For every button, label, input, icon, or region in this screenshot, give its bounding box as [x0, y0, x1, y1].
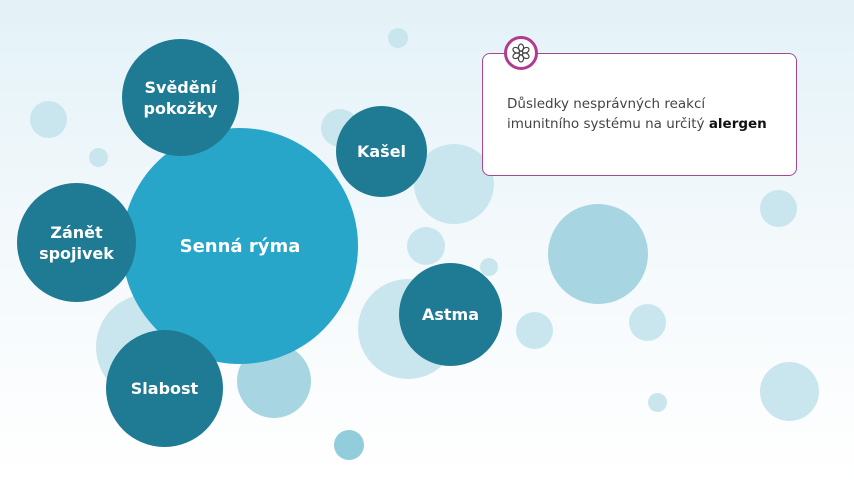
decorative-bubble [334, 430, 364, 460]
flower-icon [504, 36, 538, 70]
decorative-bubble [760, 190, 797, 227]
node-label: Kašel [356, 142, 407, 161]
decorative-bubble [760, 362, 819, 421]
node-slabost[interactable]: Slabost [106, 330, 223, 447]
node-label: Zánět spojivek [39, 222, 114, 263]
info-card-text: Důsledky nesprávných reakcí imunitního s… [507, 96, 709, 132]
node-zanet-spojivek[interactable]: Zánět spojivek [17, 183, 136, 302]
decorative-bubble [516, 312, 553, 349]
node-label: Astma [421, 305, 480, 324]
decorative-bubble [388, 28, 408, 48]
decorative-bubble [89, 148, 108, 167]
decorative-bubble [414, 144, 494, 224]
decorative-bubble [629, 304, 666, 341]
decorative-bubble [648, 393, 667, 412]
decorative-bubble [407, 227, 445, 265]
node-label: Senná rýma [179, 235, 301, 257]
info-card-highlight: alergen [708, 116, 767, 132]
node-label: Svědění pokožky [143, 77, 218, 118]
decorative-bubble [548, 204, 648, 304]
node-senna-ryma[interactable]: Senná rýma [122, 128, 358, 364]
node-label: Slabost [130, 379, 199, 398]
node-astma[interactable]: Astma [399, 263, 502, 366]
decorative-bubble [30, 101, 67, 138]
info-card: Důsledky nesprávných reakcí imunitního s… [482, 53, 797, 176]
flower-icon-graphic [512, 43, 530, 63]
decorative-bubble [480, 258, 498, 276]
node-kasel[interactable]: Kašel [336, 106, 427, 197]
node-svedeni-pokozky[interactable]: Svědění pokožky [122, 39, 239, 156]
